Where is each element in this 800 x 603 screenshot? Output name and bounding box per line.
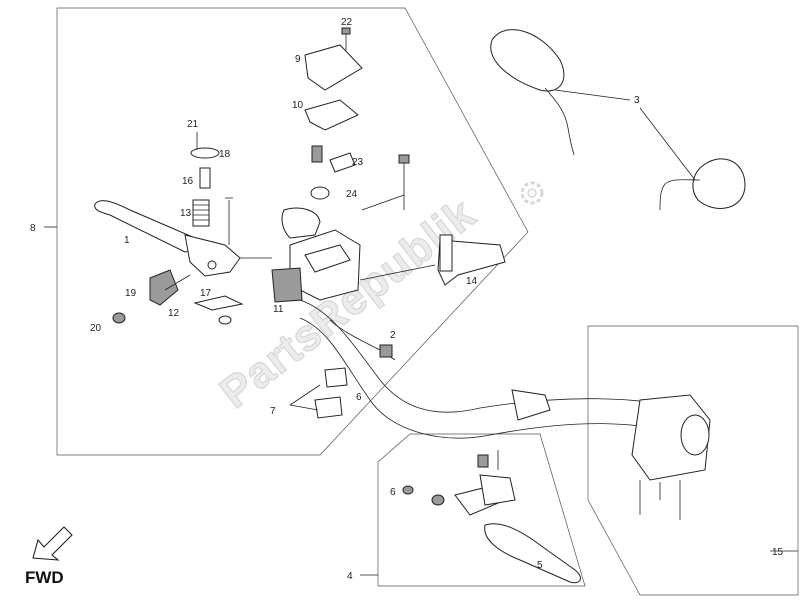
watermark-text: PartsRepublik [211,189,485,418]
choke-lever-14 [437,234,506,286]
callout-10: 10 [292,100,304,111]
bolt-switch [398,154,410,210]
brake-master-clamp [402,450,516,516]
fwd-label: FWD [25,568,64,587]
brake-lever-5 [484,523,581,584]
part-20 [112,312,126,324]
cable-2 [329,319,396,361]
callout-17: 17 [200,288,212,299]
callout-22: 22 [341,17,353,28]
callout-18: 18 [219,149,231,160]
part-19 [149,269,179,306]
callout-3: 3 [634,95,640,106]
callout-2: 2 [390,330,396,341]
fwd-arrow-icon [32,526,73,561]
callout-9: 9 [295,54,301,65]
callout-8: 8 [30,223,36,234]
group-box-front-lever [377,433,586,587]
bolt-left [225,197,233,245]
mirror-left [490,29,575,156]
switch-housing-11 [271,207,361,303]
part-16 [199,167,211,189]
callout-21: 21 [187,119,199,130]
handlebar [299,299,701,441]
washer-left [218,315,232,325]
right-switch-15 [631,394,711,520]
callout-12: 12 [168,308,180,319]
callout-6-lower: 6 [390,487,396,498]
callout-24: 24 [346,189,358,200]
callout-4: 4 [347,571,353,582]
callout-7: 7 [270,406,276,417]
group-box-right-switch [587,325,799,596]
cover-10 [304,99,359,131]
mirror-right [659,158,746,211]
part-18 [190,147,220,159]
spring-24 [310,186,330,200]
callout-11: 11 [273,304,284,315]
spring-13 [192,199,210,227]
watermark-gear-icon [520,181,544,205]
watermark: PartsRepublik [210,189,485,419]
callout-13: 13 [180,208,192,219]
leader-lines [44,89,798,576]
part-23 [311,145,356,173]
callout-5: 5 [537,560,543,571]
callout-20: 20 [90,323,102,334]
clamp-6-upper [324,367,348,388]
callout-15: 15 [772,547,784,558]
callout-19: 19 [125,288,137,299]
lever-holder [184,234,241,277]
callout-16: 16 [182,176,194,187]
callout-6-upper: 6 [356,392,362,403]
callout-1: 1 [124,235,130,246]
bar-clamp [511,389,551,421]
clamp-7-lower [314,396,343,419]
cover-9 [304,44,363,91]
callout-23: 23 [352,157,364,168]
callout-14: 14 [466,276,478,287]
part-17 [193,295,244,311]
screw-22 [341,27,351,50]
group-box-left-switch [56,7,529,456]
